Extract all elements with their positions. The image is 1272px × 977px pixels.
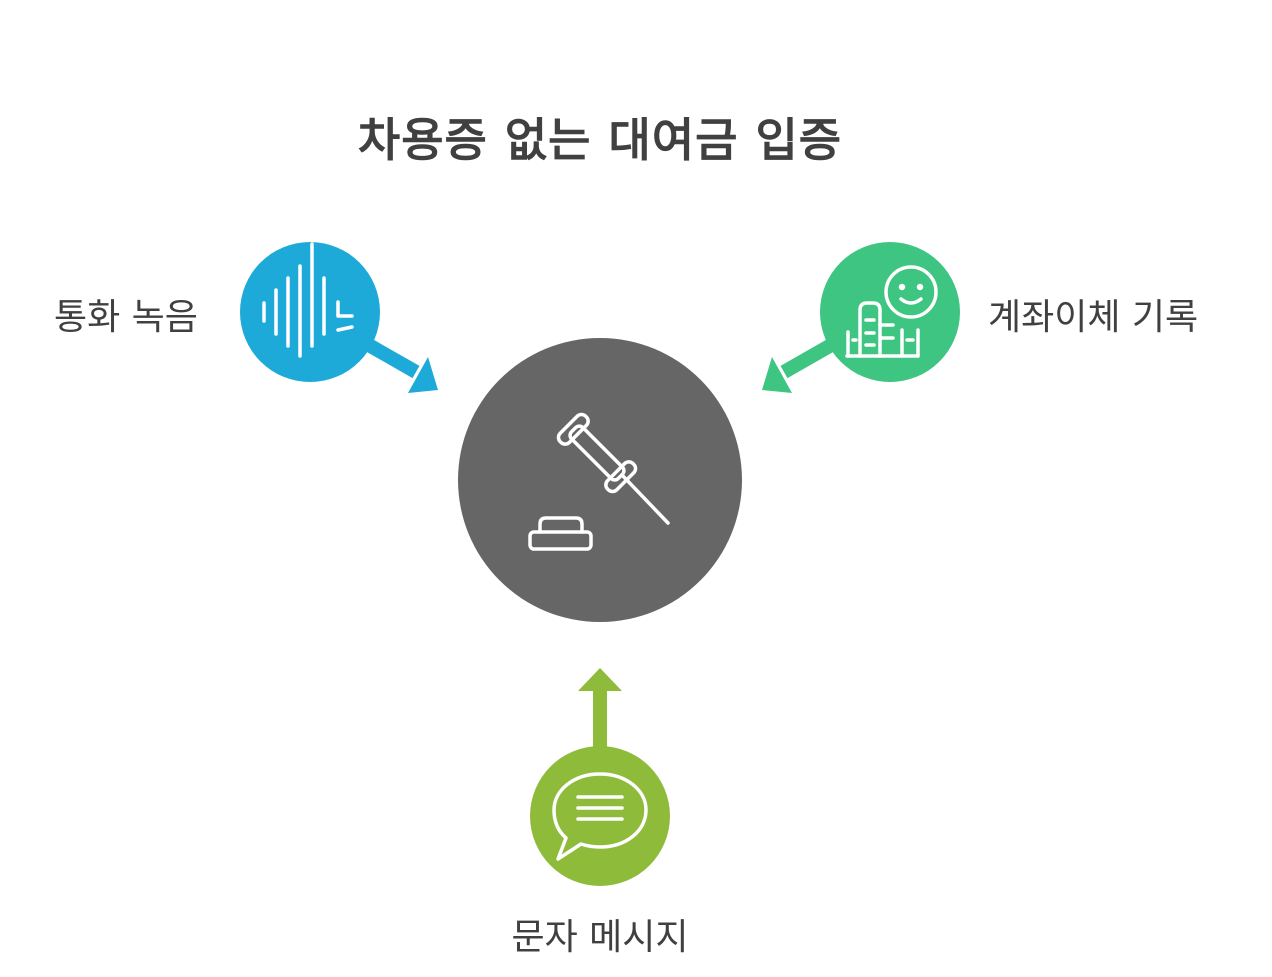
- bank-transfer-node: [820, 242, 960, 382]
- bank-transfer-label: 계좌이체 기록: [988, 297, 1199, 338]
- arrow-text-to-center: [578, 668, 622, 748]
- sound-wave-icon: [262, 242, 354, 358]
- center-circle: [458, 338, 742, 622]
- text-message-label: 문자 메시지: [511, 917, 689, 958]
- diagram-title: 차용증 없는 대여금 입증: [357, 113, 843, 167]
- arrow-call-to-center: [356, 333, 438, 393]
- bank-transfer-circle: [820, 242, 960, 382]
- call-recording-circle: [240, 242, 380, 382]
- call-recording-node: [240, 242, 380, 382]
- call-recording-label: 통화 녹음: [54, 297, 198, 338]
- chat-bubble-icon: [552, 772, 648, 861]
- text-message-node: [530, 746, 670, 886]
- center-node: [458, 338, 742, 622]
- arrow-bank-to-center: [762, 333, 844, 393]
- bank-smile-icon: [845, 265, 938, 358]
- gavel-icon: [528, 412, 670, 551]
- text-message-circle: [530, 746, 670, 886]
